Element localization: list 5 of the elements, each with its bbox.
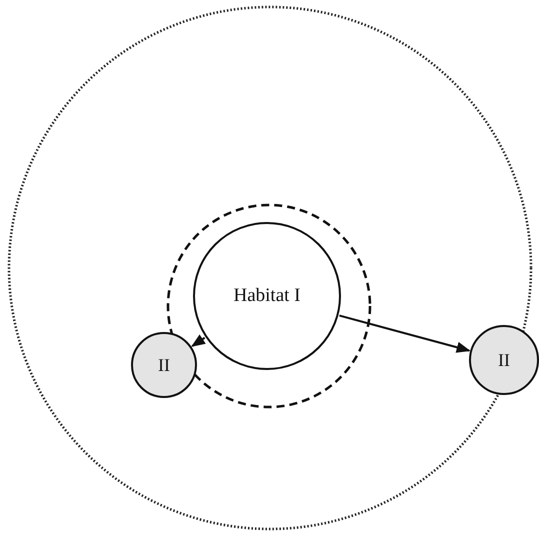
habitat-label: II	[498, 350, 510, 370]
habitat-label: II	[158, 354, 170, 376]
arrow	[339, 314, 471, 353]
arrow	[191, 334, 206, 347]
habitat-label: Habitat I	[233, 285, 300, 307]
